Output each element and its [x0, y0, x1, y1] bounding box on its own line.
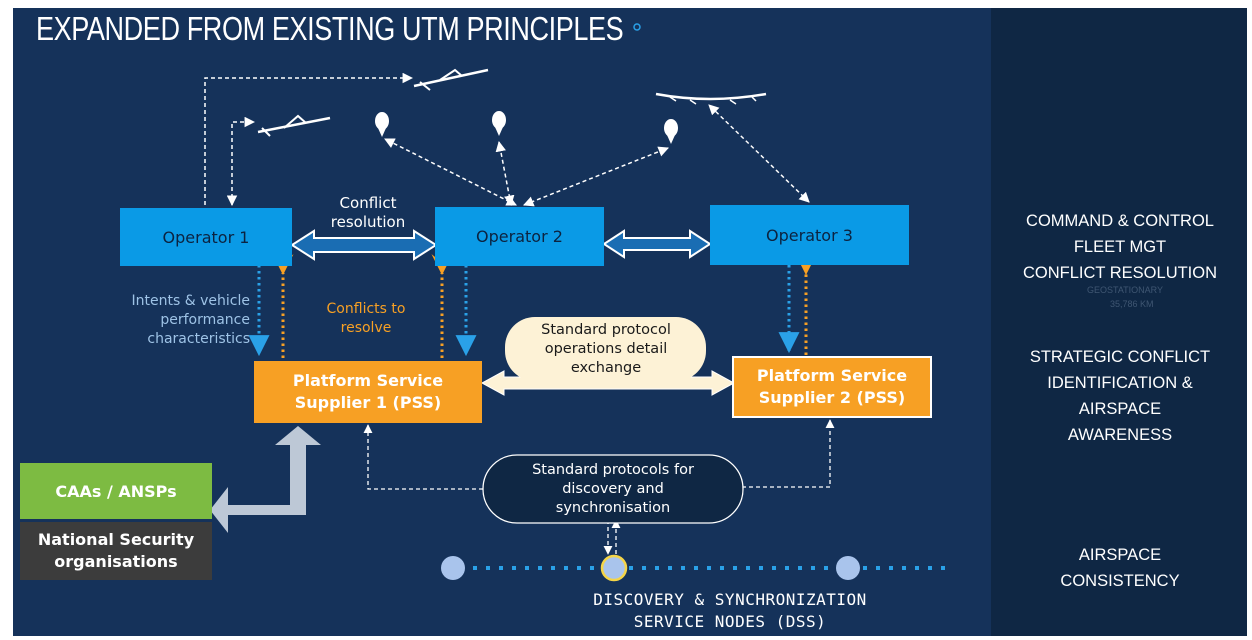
protocol-exchange-bubble [505, 317, 706, 381]
dss-node [441, 556, 465, 580]
side-panel [991, 8, 1247, 636]
discovery-protocol-line: discovery and [562, 481, 664, 497]
operator-3-box: Operator 3 [710, 205, 909, 265]
glider-icon [257, 114, 331, 137]
side-label-line: FLEET MGT [1073, 238, 1167, 256]
intents-line: Intents & vehicle [131, 293, 250, 309]
operator-3-to-wing-link [708, 104, 810, 203]
national-security-line: organisations [54, 552, 178, 571]
discovery-protocol-line: Standard protocols for [532, 462, 694, 478]
discovery-protocol-pill [482, 454, 744, 524]
pss-2-line: Supplier 2 (PSS) [758, 388, 906, 407]
dss-label-line: DISCOVERY & SYNCHRONIZATION [593, 590, 867, 609]
side-label-line: AIRSPACE [1078, 546, 1162, 564]
intents-line: characteristics [147, 331, 250, 347]
pss-2-line: Platform Service [756, 366, 908, 385]
pss-1-box: Platform Service Supplier 1 (PSS) [254, 361, 482, 423]
side-label-line: AIRSPACE [1078, 400, 1162, 418]
operator-2-to-balloon-link [495, 140, 515, 207]
pss-1-line: Platform Service [292, 371, 444, 390]
operator-2-to-balloon-link [523, 146, 669, 207]
national-security-box: National Security organisations [20, 522, 212, 580]
protocol-exchange-label: Standard protocol operations detail exch… [510, 321, 702, 378]
side-label-line: CONSISTENCY [1060, 572, 1180, 590]
national-security-line: National Security [37, 530, 195, 549]
operator-1-to-glider-link [226, 116, 256, 207]
high-altitude-wing-icon [655, 92, 767, 105]
side-label-strategic: STRATEGIC CONFLICT IDENTIFICATION & AIRS… [1000, 344, 1240, 448]
operator-1-to-glider-link [204, 72, 414, 205]
protocol-exchange-line: Standard protocol [541, 322, 671, 338]
title-dot-icon [633, 23, 641, 31]
balloon-icon [492, 111, 506, 136]
intents-label: Intents & vehicle performance characteri… [100, 292, 250, 349]
caas-ansps-box: CAAs / ANSPs [20, 463, 212, 519]
side-label-line: IDENTIFICATION & [1047, 374, 1193, 392]
intents-line: performance [160, 312, 250, 328]
conflict-resolution-line: resolution [330, 213, 406, 231]
pss-1-discovery-link [363, 424, 483, 490]
protocol-exchange-line: operations detail [544, 341, 668, 357]
pss-1-line: Supplier 1 (PSS) [294, 393, 442, 412]
operator-1-box: Operator 1 [120, 208, 292, 266]
glider-icon [413, 68, 489, 91]
dss-node-highlighted [600, 554, 628, 582]
operator-2-box: Operator 2 [435, 207, 604, 266]
balloon-icon [375, 112, 389, 137]
conflict-resolution-arrow [290, 229, 438, 261]
faint-altitude: 35,786 KM [1110, 299, 1154, 309]
side-label-line: COMMAND & CONTROL [1026, 212, 1214, 230]
conflict-resolution-label: Conflict resolution [316, 194, 420, 232]
conflicts-to-resolve-label: Conflicts to resolve [304, 300, 428, 338]
faint-geostationary: GEOSTATIONARY [1087, 285, 1164, 295]
dss-node [836, 556, 860, 580]
side-label-line: CONFLICT RESOLUTION [1022, 264, 1218, 282]
conflicts-line: resolve [340, 320, 392, 336]
dss-label-line: SERVICE NODES (DSS) [633, 612, 827, 631]
discovery-protocol-line: synchronisation [555, 500, 671, 516]
page-title: EXPANDED FROM EXISTING UTM PRINCIPLES [36, 10, 624, 47]
operator-2-3-arrow [602, 229, 712, 259]
side-label-line: STRATEGIC CONFLICT [1029, 348, 1211, 366]
discovery-protocol-label: Standard protocols for discovery and syn… [495, 461, 731, 518]
side-label-command: COMMAND & CONTROL FLEET MGT CONFLICT RES… [1000, 208, 1240, 286]
conflict-resolution-line: Conflict [339, 194, 397, 212]
side-label-consistency: AIRSPACE CONSISTENCY [1000, 542, 1240, 594]
authority-link-arrow [210, 426, 321, 533]
balloon-icon [664, 119, 678, 144]
operator-2-to-balloon-link [384, 138, 517, 206]
dss-label: DISCOVERY & SYNCHRONIZATION SERVICE NODE… [540, 589, 920, 633]
conflicts-line: Conflicts to [326, 301, 406, 317]
side-label-line: AWARENESS [1067, 426, 1173, 444]
pss-2-discovery-link [742, 419, 835, 488]
protocol-exchange-line: exchange [570, 360, 642, 376]
pss-2-box: Platform Service Supplier 2 (PSS) [732, 356, 932, 418]
